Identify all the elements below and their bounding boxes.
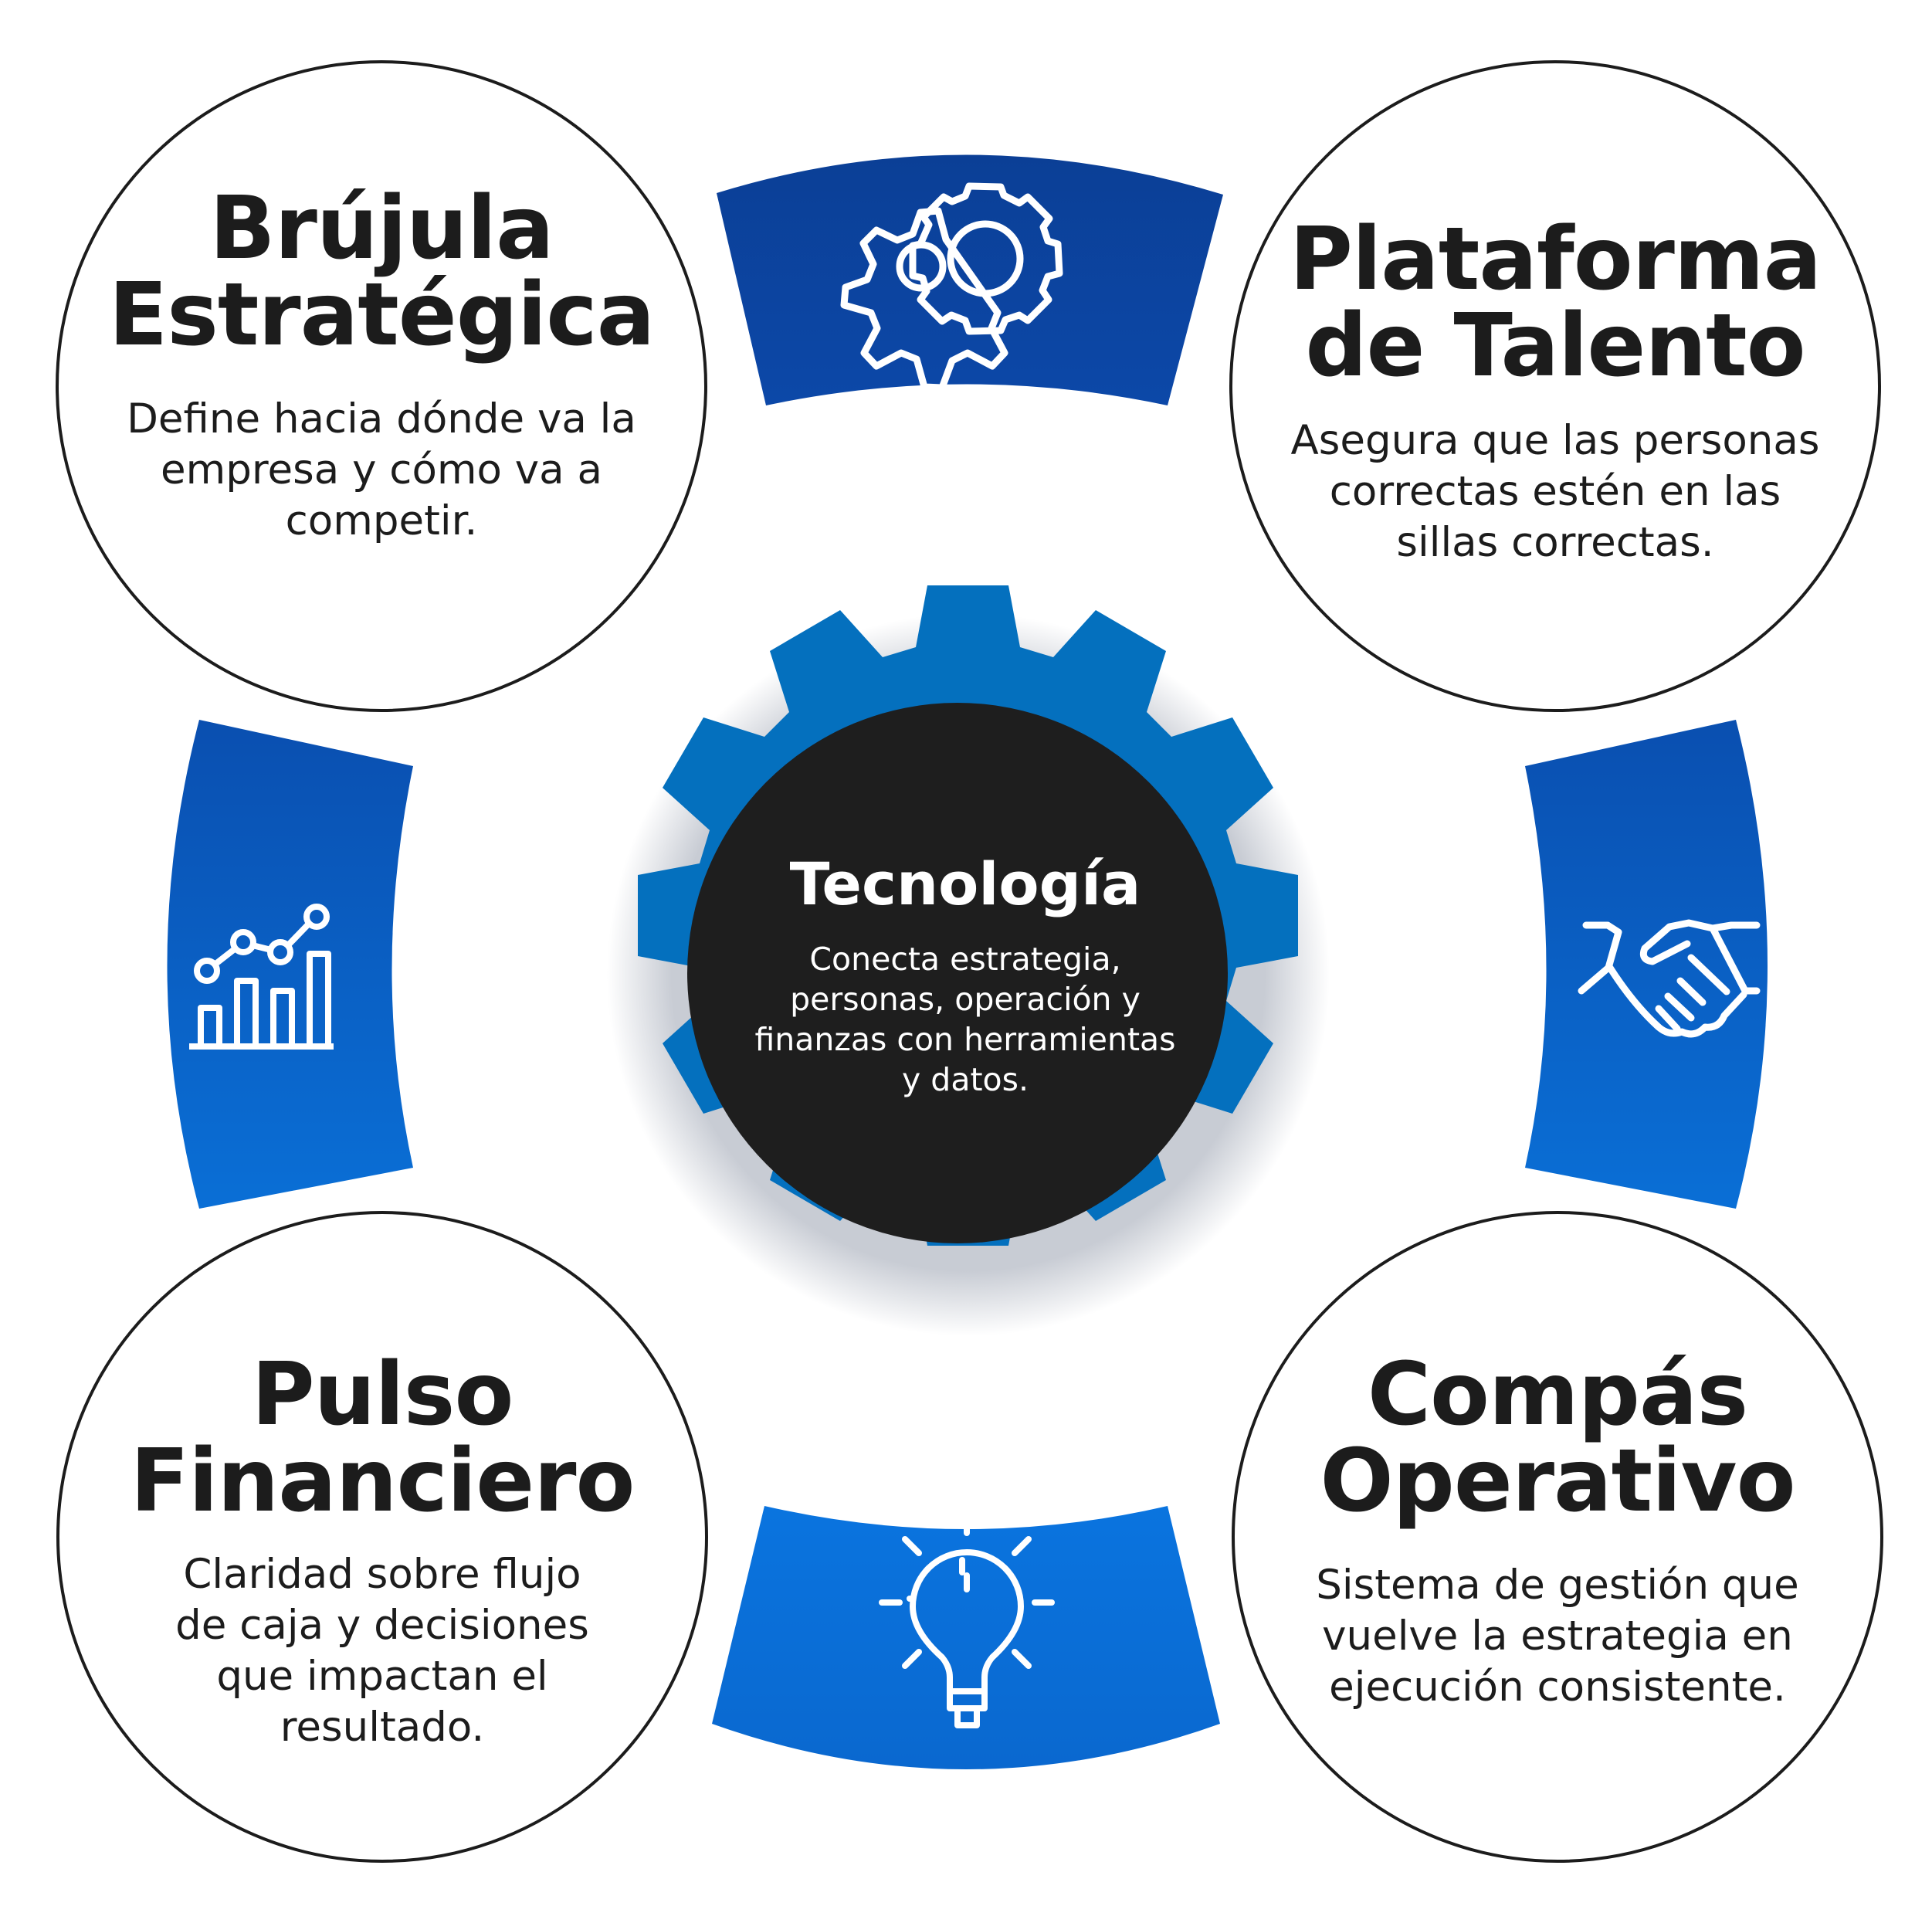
pillar-circle-brujula (56, 60, 707, 712)
pillar-description: Define hacia dónde va la empresa y cómo … (127, 395, 636, 544)
connector-top-banner (717, 154, 1223, 405)
handshake-icon (1578, 919, 1761, 1038)
pillar-brujula: Brújula Estratégica Define hacia dónde v… (73, 185, 690, 547)
pillar-circle-compas (1232, 1211, 1883, 1863)
pillar-description: Claridad sobre flujo de caja y decisione… (175, 1551, 589, 1751)
lightbulb-icon (879, 1511, 1055, 1728)
connector-left-banner (167, 720, 413, 1209)
pillar-title: Compás Operativo (1320, 1345, 1795, 1531)
pillar-pulso: Pulso Financiero Claridad sobre flujo de… (73, 1352, 691, 1753)
central-disc (687, 703, 1228, 1243)
connector-right-banner (1525, 720, 1768, 1209)
pillar-talento: Plataforma de Talento Asegura que las pe… (1246, 216, 1864, 568)
pillar-description: Asegura que las personas correctas estén… (1290, 417, 1820, 566)
gears-icon (840, 182, 1063, 392)
connector-bottom-banner (712, 1506, 1220, 1769)
pillar-circle-talento (1229, 60, 1881, 712)
pillar-description: Sistema de gestión que vuelve la estrate… (1316, 1562, 1799, 1711)
pillar-title: Plataforma de Talento (1289, 209, 1822, 396)
center-title: Tecnología (789, 850, 1141, 918)
pillar-title: Pulso Financiero (130, 1345, 636, 1531)
pillar-circle-pulso (56, 1211, 708, 1863)
center-hub: Tecnología Conecta estrategia, personas,… (680, 850, 1251, 1100)
pillar-compas: Compás Operativo Sistema de gestión que … (1249, 1352, 1866, 1713)
center-description: Conecta estrategia, personas, operación … (754, 941, 1176, 1098)
pillar-title: Brújula Estratégica (108, 178, 656, 365)
growth-chart-icon (189, 904, 334, 1050)
